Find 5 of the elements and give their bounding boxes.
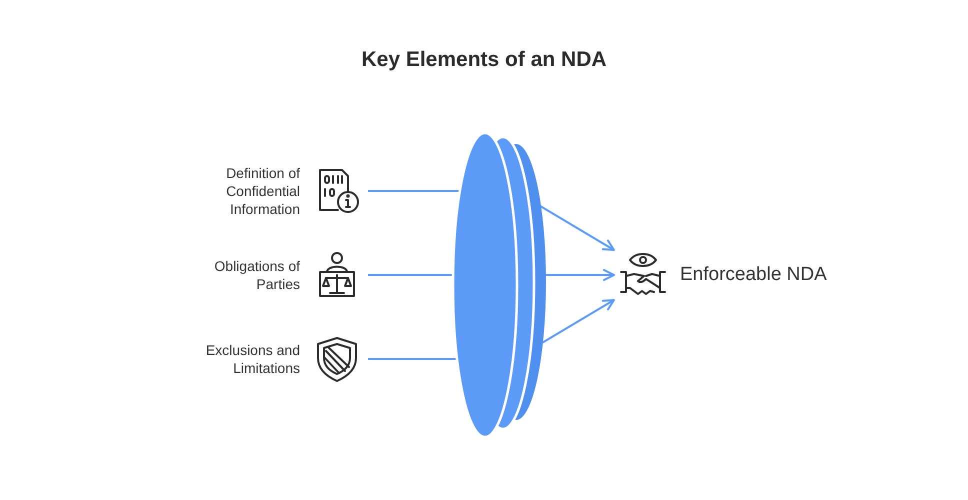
node-label: Enforceable NDA (680, 262, 827, 287)
node-label: Obligations of Parties (213, 256, 300, 294)
diagram-title: Key Elements of an NDA (360, 48, 608, 72)
node-label: Exclusions and Limitations (204, 340, 300, 378)
node-label: Definition of Confidential Information (226, 164, 300, 218)
